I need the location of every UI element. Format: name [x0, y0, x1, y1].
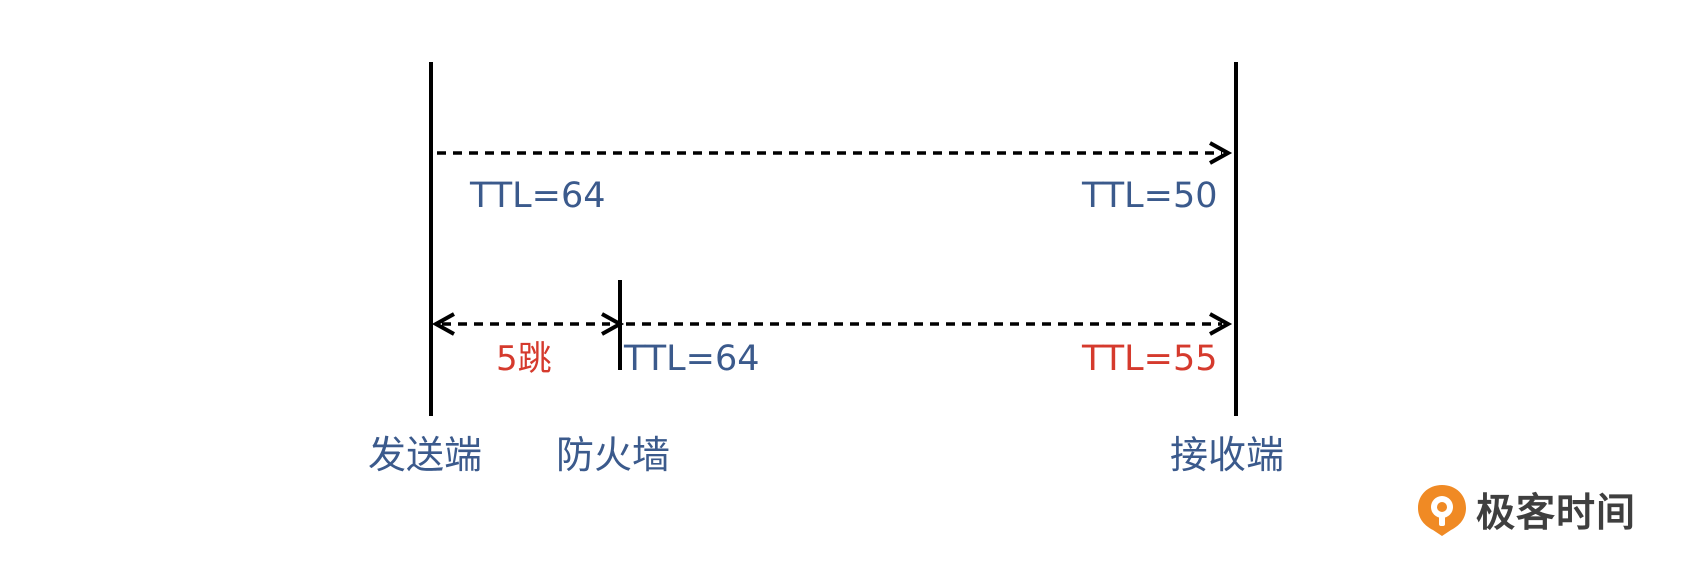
bottom-arrow-head	[1209, 312, 1233, 336]
sender-label: 发送端	[368, 433, 483, 477]
geektime-logo-icon	[1418, 485, 1466, 536]
hop-left-arrow-head	[431, 312, 455, 336]
hop-right-arrow-head	[601, 312, 625, 336]
firewall-ttl-label: TTL=64	[624, 339, 760, 379]
bottom-end-ttl-label: TTL=55	[1082, 339, 1218, 379]
firewall-label: 防火墙	[556, 433, 671, 477]
brand-watermark: 极客时间	[1414, 482, 1636, 538]
brand-name: 极客时间	[1476, 491, 1637, 536]
top-arrow-head	[1209, 141, 1233, 165]
top-end-ttl-label: TTL=50	[1082, 176, 1218, 216]
top-start-ttl-label: TTL=64	[470, 176, 606, 216]
hop-count-label: 5跳	[496, 339, 552, 379]
receiver-label: 接收端	[1170, 433, 1285, 477]
